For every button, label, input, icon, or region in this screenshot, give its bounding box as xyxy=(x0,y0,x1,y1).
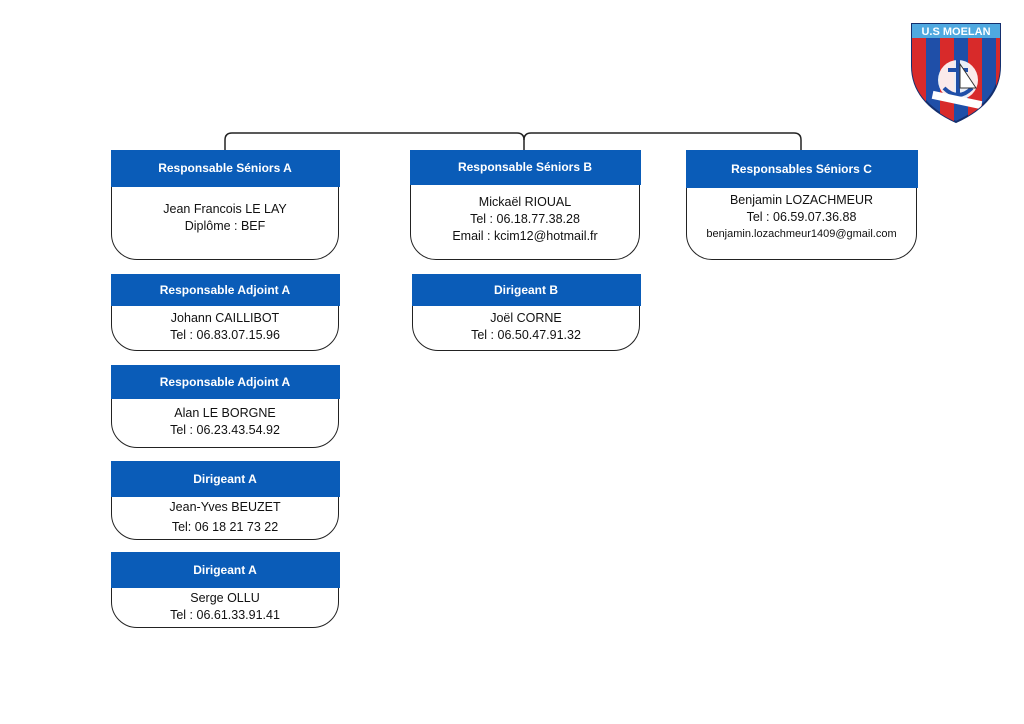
card-header: Responsable Séniors A xyxy=(110,149,340,187)
card-header: Responsable Adjoint A xyxy=(110,364,340,399)
card-title: Responsable Adjoint A xyxy=(159,282,291,297)
connector-right xyxy=(523,132,802,150)
card-header: Responsables Séniors C xyxy=(685,149,918,188)
person-name: Alan LE BORGNE xyxy=(174,405,276,420)
card-title: Responsable Séniors B xyxy=(457,160,593,174)
card-body: Mickaël RIOUAL Tel : 06.18.77.38.28 Emai… xyxy=(411,186,639,259)
card-body: Jean Francois LE LAY Diplôme : BEF xyxy=(112,188,338,259)
card-body: Jean-Yves BEUZET Tel: 06 18 21 73 22 xyxy=(112,498,338,539)
person-name: Benjamin LOZACHMEUR xyxy=(729,192,874,207)
person-name: Serge OLLU xyxy=(190,591,260,605)
card-header: Dirigeant A xyxy=(110,460,340,497)
card-body: Johann CAILLIBOT Tel : 06.83.07.15.96 xyxy=(112,307,338,350)
connector-left xyxy=(224,132,525,150)
person-email: benjamin.lozachmeur1409@gmail.com xyxy=(706,227,897,240)
person-phone: Tel : 06.83.07.15.96 xyxy=(170,327,280,342)
card-body: Alan LE BORGNE Tel : 06.23.43.54.92 xyxy=(112,400,338,447)
card-dirigeant-a-2: Dirigeant A Serge OLLU Tel : 06.61.33.91… xyxy=(110,551,340,628)
person-phone: Tel : 06.50.47.91.32 xyxy=(471,327,581,342)
card-header: Dirigeant B xyxy=(411,273,641,306)
card-title: Dirigeant A xyxy=(193,562,257,577)
person-diploma: Diplôme : BEF xyxy=(184,218,266,233)
card-responsable-adjoint-a-2: Responsable Adjoint A Alan LE BORGNE Tel… xyxy=(110,364,340,448)
person-email: Email : kcim12@hotmail.fr xyxy=(452,229,598,243)
person-name: Joël CORNE xyxy=(490,310,562,325)
card-title: Responsable Adjoint A xyxy=(159,374,291,389)
person-name: Jean-Yves BEUZET xyxy=(169,500,281,514)
card-header: Dirigeant A xyxy=(110,551,340,588)
person-phone: Tel: 06 18 21 73 22 xyxy=(171,520,279,534)
card-responsable-seniors-a: Responsable Séniors A Jean Francois LE L… xyxy=(110,149,340,260)
card-responsable-adjoint-a-1: Responsable Adjoint A Johann CAILLIBOT T… xyxy=(110,273,340,351)
card-title: Responsables Séniors C xyxy=(731,161,872,176)
card-title: Dirigeant B xyxy=(493,282,558,297)
card-body: Serge OLLU Tel : 06.61.33.91.41 xyxy=(112,589,338,627)
person-name: Mickaël RIOUAL xyxy=(478,195,572,209)
card-responsables-seniors-c: Responsables Séniors C Benjamin LOZACHME… xyxy=(685,149,918,260)
club-logo: U.S MOELAN xyxy=(908,20,1004,124)
person-phone: Tel : 06.59.07.36.88 xyxy=(746,209,857,224)
card-dirigeant-b: Dirigeant B Joël CORNE Tel : 06.50.47.91… xyxy=(411,273,641,351)
card-title: Responsable Séniors A xyxy=(158,161,292,175)
card-dirigeant-a-1: Dirigeant A Jean-Yves BEUZET Tel: 06 18 … xyxy=(110,460,340,540)
card-body: Joël CORNE Tel : 06.50.47.91.32 xyxy=(413,307,639,350)
person-phone: Tel : 06.61.33.91.41 xyxy=(170,608,280,622)
person-phone: Tel : 06.18.77.38.28 xyxy=(470,212,580,226)
card-responsable-seniors-b: Responsable Séniors B Mickaël RIOUAL Tel… xyxy=(409,149,641,260)
card-body: Benjamin LOZACHMEUR Tel : 06.59.07.36.88… xyxy=(687,189,916,259)
card-header: Responsable Adjoint A xyxy=(110,273,340,306)
card-title: Dirigeant A xyxy=(193,471,257,486)
card-header: Responsable Séniors B xyxy=(409,149,641,185)
club-crest-icon: U.S MOELAN xyxy=(911,23,1001,124)
person-phone: Tel : 06.23.43.54.92 xyxy=(170,422,280,437)
logo-text: U.S MOELAN xyxy=(921,26,990,38)
person-name: Jean Francois LE LAY xyxy=(163,201,287,216)
person-name: Johann CAILLIBOT xyxy=(170,310,280,325)
